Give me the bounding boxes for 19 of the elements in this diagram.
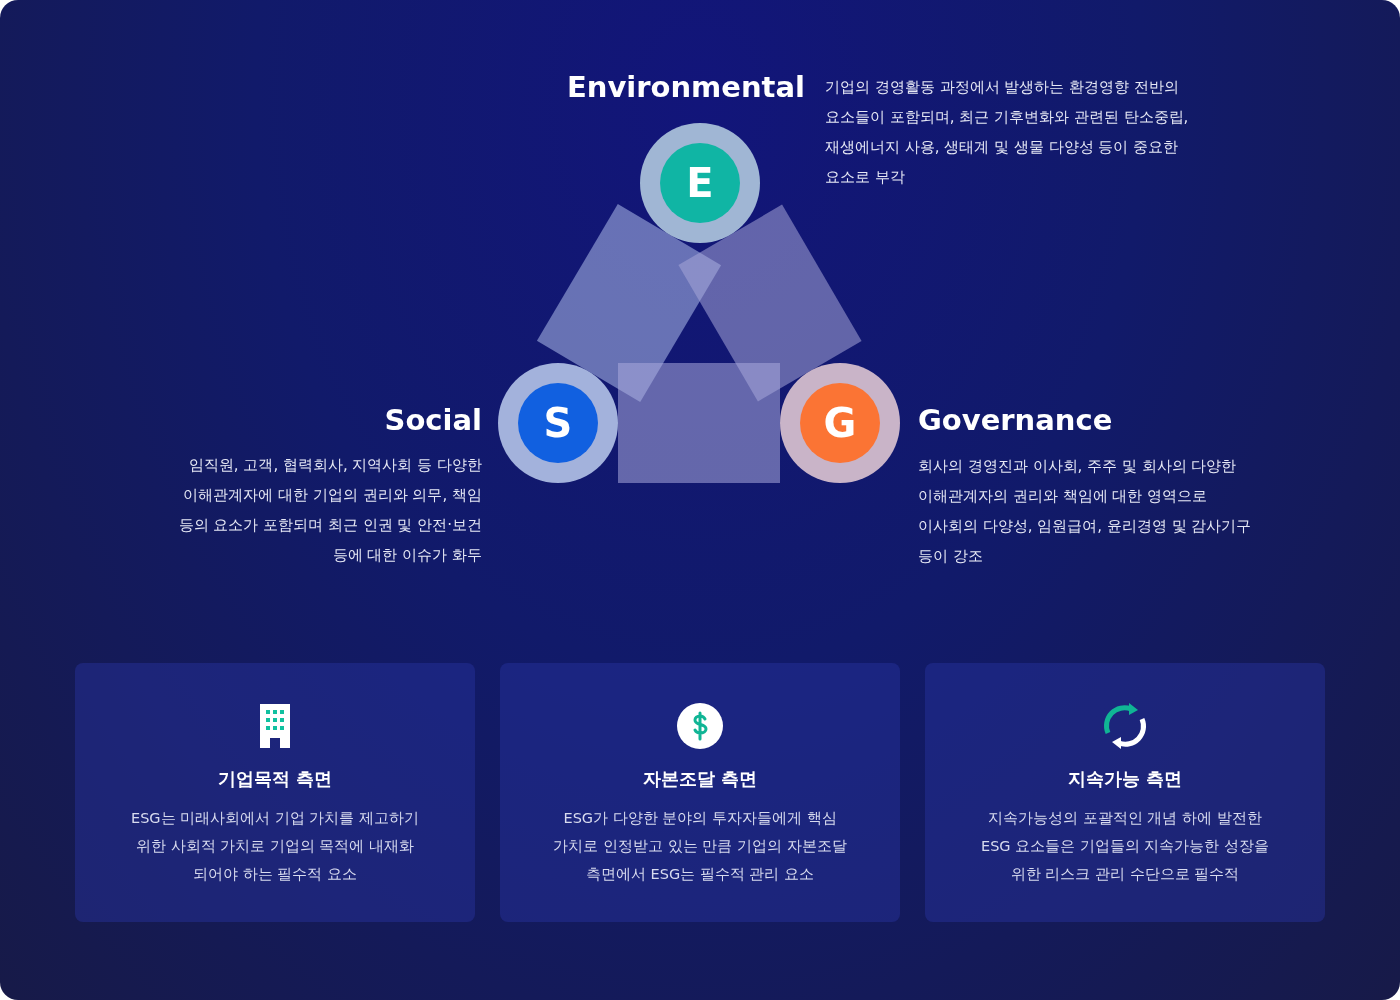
pillar-description: 회사의 경영진과 이사회, 주주 및 회사의 다양한 이해관계자의 권리와 책임에 대한 영역으로 이사회의 다양성, 임원급여, 윤리경영 및 감사기구 등이 강조 [918,456,1253,567]
aspect-card [500,663,900,922]
letter-circle: S [518,383,598,463]
card-title: 자본조달 측면 [641,767,759,791]
card-description: 지속가능성의 포괄적인 개념 하에 발전한 ESG 요소들은 기업들의 지속가능한 성장을 위한 리스크 관리 수단으로 필수적 [979,809,1270,884]
letter-circle: G [800,383,880,463]
pillar-description: 기업의 경영활동 과정에서 발생하는 환경영향 전반의 요소들이 포함되며, 최근 기후변화와 관련된 탄소중립, 재생에너지 사용, 생태계 및 생물 다양성 등이 중요한 요소로 부각 [825,77,1190,188]
card-description: ESG가 다양한 분야의 투자자들에게 핵심 가치로 인정받고 있는 만큼 기업의 자본조달 측면에서 ESG는 필수적 관리 요소 [552,809,848,884]
aspect-card [75,663,475,922]
card-title: 지속가능 측면 [1066,767,1184,791]
pillar-heading: Environmental [566,70,805,104]
card-title: 기업목적 측면 [216,767,334,791]
pillar-description: 임직원, 고객, 협력회사, 지역사회 등 다양한 이해관계자에 대한 기업의 권리와 의무, 책임 등의 요소가 포함되며 최근 인권 및 안전·보건 등에 대한 이슈가 화두 [177,455,482,566]
pillar-heading: Governance [918,403,1113,437]
connector-band [618,363,780,483]
card-description: ESG는 미래사회에서 기업 가치를 제고하기 위한 사회적 가치로 기업의 목적에 내재화 되어야 하는 필수적 요소 [129,809,420,884]
aspect-card [925,663,1325,922]
letter-circle: E [660,143,740,223]
pillar-heading: Social [384,403,482,437]
